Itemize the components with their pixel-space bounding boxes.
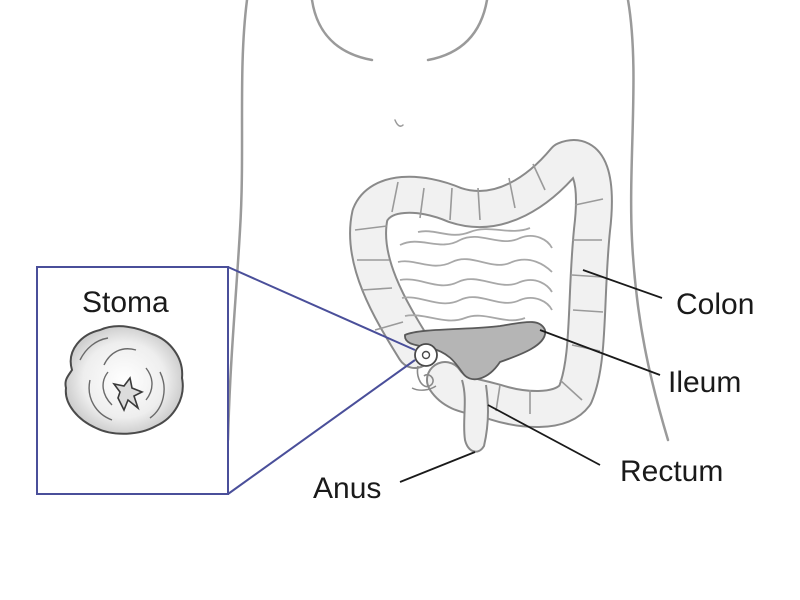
small-intestine <box>397 227 553 322</box>
stoma-label: Stoma <box>82 286 169 319</box>
torso-outline <box>226 0 670 442</box>
stoma-magnified-illustration <box>64 325 184 435</box>
rectum-leader-line <box>487 404 601 466</box>
anus-label: Anus <box>313 472 382 505</box>
rectum <box>461 379 489 453</box>
inset-connector <box>227 266 416 495</box>
rectum-label: Rectum <box>620 455 724 488</box>
colon-label: Colon <box>676 288 755 321</box>
stoma-on-body <box>411 343 438 391</box>
anus-leader-line <box>399 451 476 483</box>
colon <box>349 139 613 428</box>
ileum-leader-line <box>539 329 661 376</box>
leader-lines <box>399 269 663 483</box>
ileum-label: Ileum <box>668 366 742 399</box>
colon-leader-line <box>582 269 663 299</box>
